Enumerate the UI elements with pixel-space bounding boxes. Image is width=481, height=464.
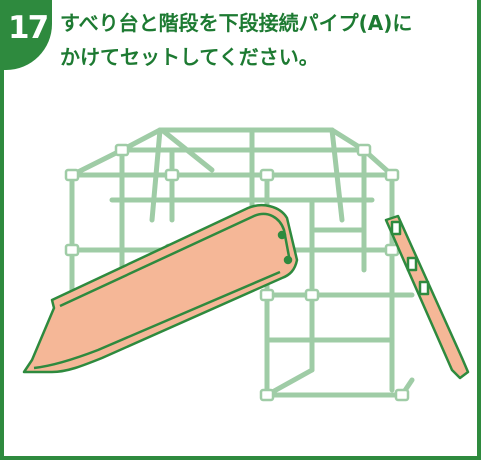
frame-pipes [69,127,415,398]
instruction-text: すべり台と階段を下段接続パイプ(A)に かけてセットしてください。 [60,6,470,74]
slide [22,204,299,374]
jungle-gym-illustration [22,127,470,402]
instruction-line-2: かけてセットしてください。 [60,45,319,69]
step-number: 17 [8,10,49,46]
stairs [384,214,470,380]
instruction-line-1: すべり台と階段を下段接続パイプ(A)に [60,11,413,35]
step-badge: 17 [4,0,52,70]
